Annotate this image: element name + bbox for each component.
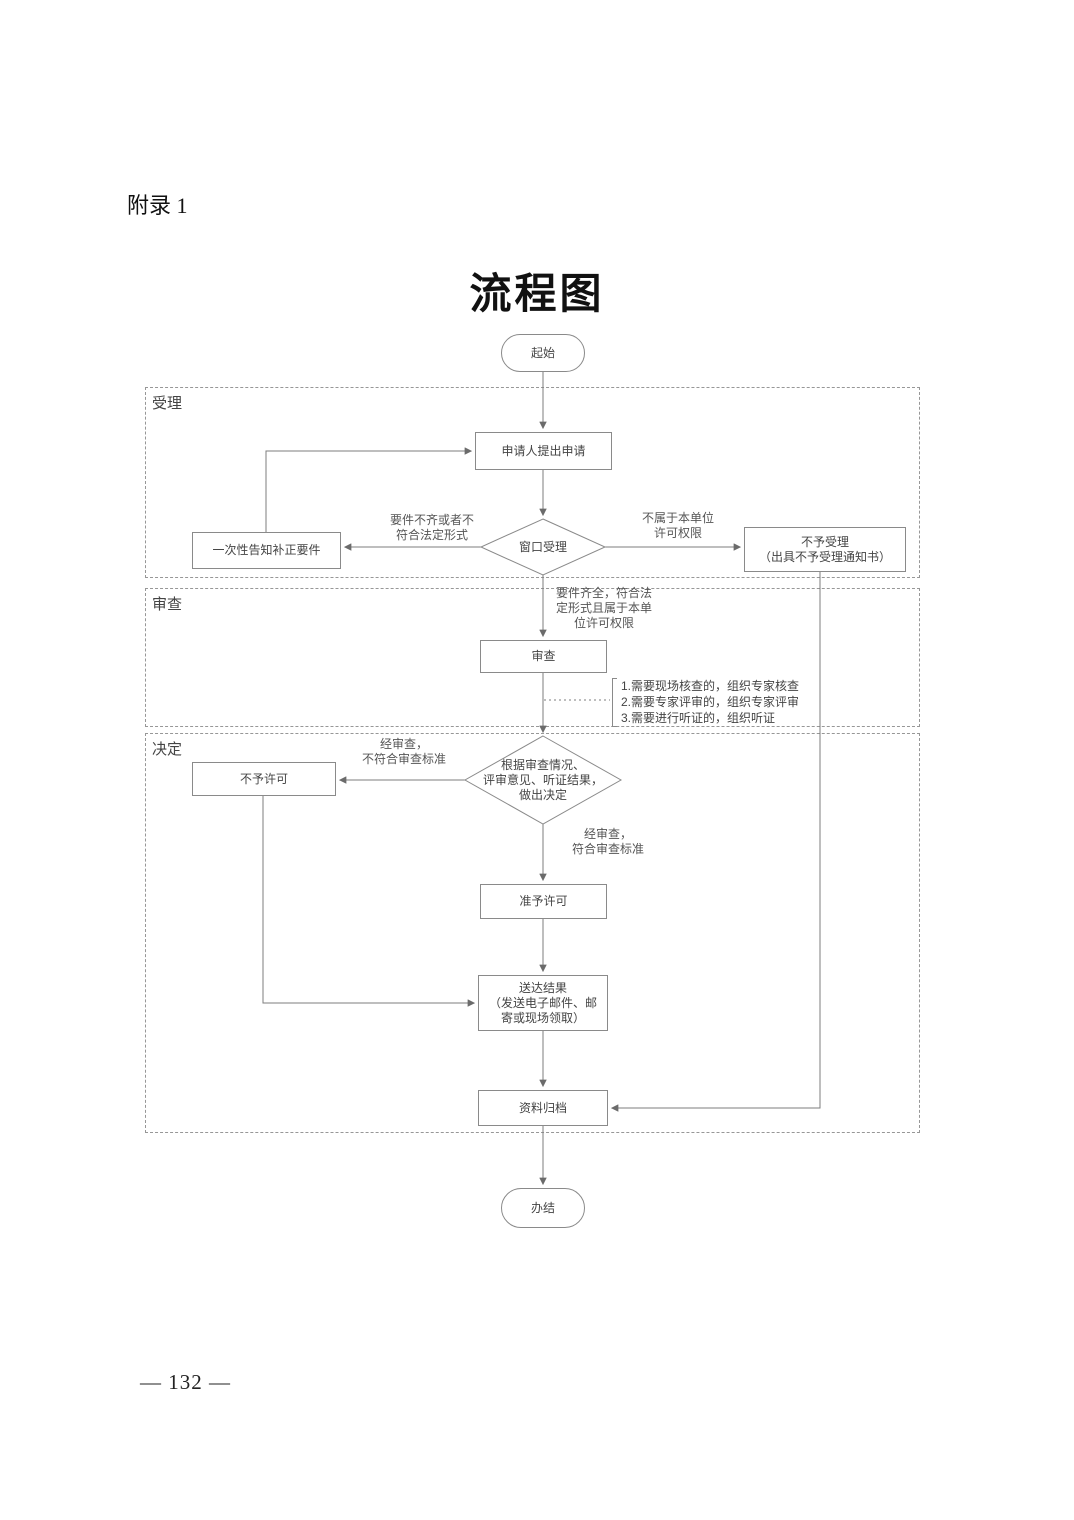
section-review-label: 审查 bbox=[152, 596, 183, 613]
node-deliver-result: 送达结果 （发送电子邮件、邮 寄或现场领取） bbox=[478, 975, 608, 1031]
edge-label-complete: 要件齐全，符合法 定形式且属于本单 位许可权限 bbox=[555, 586, 652, 630]
review-note: 1.需要现场核查的，组织专家核查 2.需要专家评审的，组织专家评审 3.需要进行… bbox=[621, 679, 800, 725]
edge-reject-to-archive bbox=[610, 572, 821, 1112]
node-grant-permit: 准予许可 bbox=[480, 884, 607, 919]
section-acceptance bbox=[145, 387, 920, 578]
node-start: 起始 bbox=[501, 334, 585, 372]
node-reject-acceptance: 不予受理 （出具不予受理通知书） bbox=[744, 527, 906, 572]
page-title: 流程图 bbox=[469, 272, 605, 318]
edge-label-no-authority: 不属于本单位 许可权限 bbox=[641, 511, 714, 540]
diamond-window-accept-shape bbox=[479, 518, 607, 576]
node-apply: 申请人提出申请 bbox=[475, 432, 612, 470]
diamond-make-decision-shape bbox=[463, 735, 623, 825]
node-archive: 资料归档 bbox=[478, 1090, 608, 1126]
node-deny-permit: 不予许可 bbox=[192, 762, 336, 796]
node-notify-correction: 一次性告知补正要件 bbox=[192, 532, 341, 569]
node-review: 审查 bbox=[480, 640, 607, 673]
edge-deny-to-deliver bbox=[262, 796, 476, 1007]
note-bracket bbox=[612, 678, 617, 727]
section-decision bbox=[145, 733, 920, 1133]
section-review bbox=[145, 588, 920, 727]
section-decision-label: 决定 bbox=[152, 741, 183, 758]
edge-label-incomplete: 要件不齐或者不 符合法定形式 bbox=[389, 513, 474, 542]
edge-notify-to-apply bbox=[265, 447, 473, 532]
node-end: 办结 bbox=[501, 1188, 585, 1228]
section-acceptance-label: 受理 bbox=[152, 395, 183, 412]
page-number: — 132 — bbox=[140, 1370, 231, 1394]
edge-label-fail-review: 经审查， 不符合审查标准 bbox=[361, 737, 446, 766]
edge-label-pass-review: 经审查， 符合审查标准 bbox=[571, 827, 644, 856]
appendix-label: 附录 1 bbox=[127, 193, 188, 218]
